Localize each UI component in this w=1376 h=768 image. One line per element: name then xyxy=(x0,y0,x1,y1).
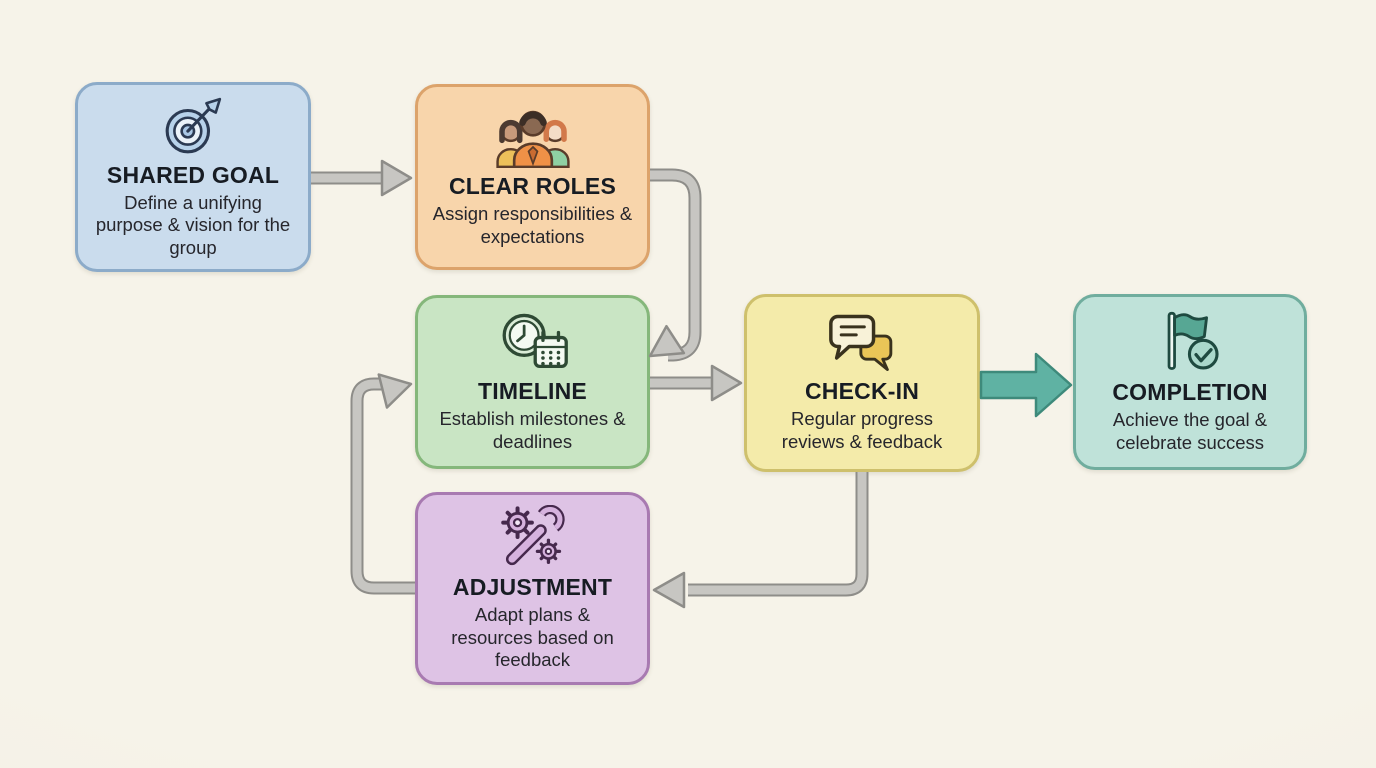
clock-calendar-icon xyxy=(495,311,571,373)
node-description: Assign responsibilities & expectations xyxy=(432,202,633,247)
node-description: Achieve the goal & celebrate success xyxy=(1112,408,1268,453)
node-shared-goal: SHARED GOAL Define a unifying purpose & … xyxy=(75,82,311,272)
team-icon xyxy=(489,106,577,169)
node-timeline: TIMELINE Establish milestones & deadline… xyxy=(415,295,650,469)
connector-shared-goal-to-clear-roles xyxy=(311,159,413,197)
node-check-in: CHECK-IN Regular progress reviews & feed… xyxy=(744,294,980,472)
node-title: TIMELINE xyxy=(478,377,587,404)
node-title: SHARED GOAL xyxy=(106,161,280,188)
chat-bubbles-icon xyxy=(825,313,899,373)
node-completion: COMPLETION Achieve the goal & celebrate … xyxy=(1073,294,1307,470)
node-clear-roles: CLEAR ROLES Assign responsibilities & ex… xyxy=(415,84,650,270)
connector-check-in-to-adjustment xyxy=(652,472,869,609)
connector-timeline-to-check-in xyxy=(650,364,743,402)
target-icon xyxy=(154,95,232,157)
node-description: Establish milestones & deadlines xyxy=(439,407,626,452)
connector-adjustment-to-timeline xyxy=(350,373,415,595)
node-title: CLEAR ROLES xyxy=(448,172,617,199)
node-adjustment: ADJUSTMENT Adapt plans & resources based… xyxy=(415,492,650,685)
connector-check-in-to-completion xyxy=(979,352,1073,418)
node-description: Adapt plans & resources based on feedbac… xyxy=(451,604,614,671)
node-title: CHECK-IN xyxy=(804,377,920,404)
node-title: COMPLETION xyxy=(1112,378,1268,405)
node-description: Define a unifying purpose & vision for t… xyxy=(95,191,291,258)
node-title: ADJUSTMENT xyxy=(452,574,613,601)
flag-check-icon xyxy=(1154,310,1226,374)
node-description: Regular progress reviews & feedback xyxy=(781,407,943,452)
wrench-gear-icon xyxy=(497,504,569,569)
